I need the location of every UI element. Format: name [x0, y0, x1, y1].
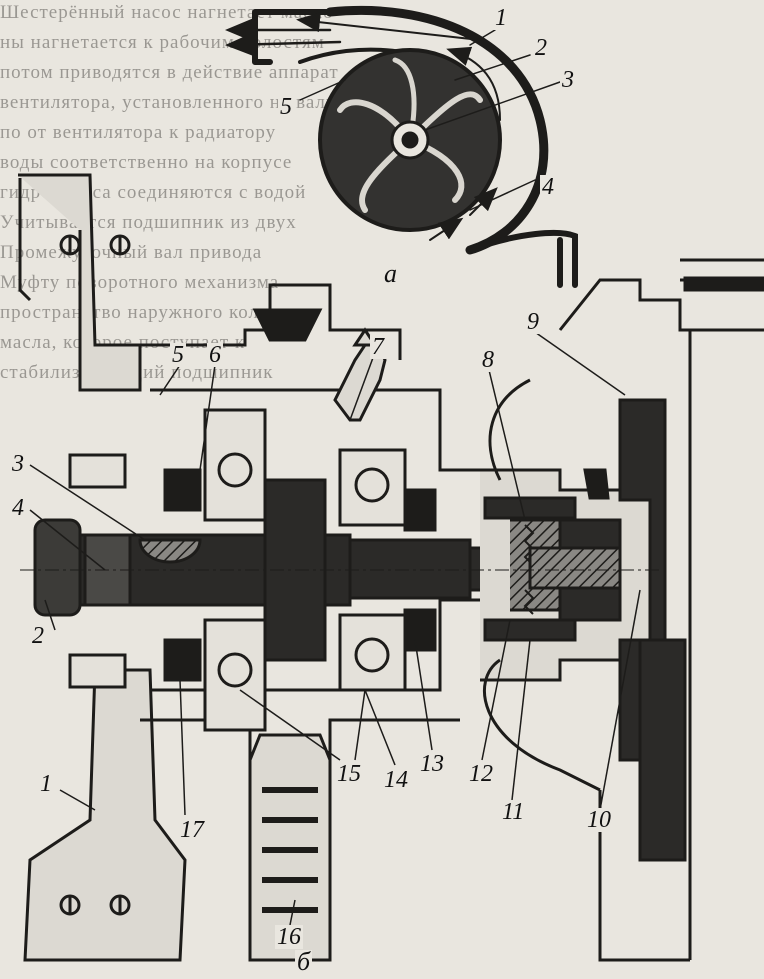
pump-section-view	[18, 173, 764, 962]
subfigure-label-b: б	[295, 947, 313, 976]
callout-label: 3	[10, 451, 26, 477]
callout-label: 5	[278, 94, 294, 120]
bolt	[68, 453, 127, 489]
callout-label: 10	[585, 807, 613, 833]
top-bracket	[18, 173, 142, 392]
inlet-pipe	[467, 230, 578, 288]
callout-label: 1	[38, 771, 54, 797]
callout-label: 2	[30, 623, 46, 649]
subfigure-label-a: а	[382, 259, 399, 288]
nut	[33, 518, 82, 617]
callout-label: 1	[493, 5, 509, 31]
pump-volute-view	[225, 5, 578, 288]
callout-label: 5	[170, 342, 186, 368]
callout-label: 11	[500, 799, 527, 825]
callout-label: 16	[275, 924, 303, 950]
background-text-line: пространство наружного кольца	[0, 302, 290, 323]
callout-label: 6	[207, 342, 223, 368]
bearing-ball	[354, 637, 390, 673]
volute-casing	[325, 5, 549, 255]
background-text-line: вентилятора, установленного на валу	[0, 92, 337, 113]
callout-label: 4	[540, 174, 556, 200]
callout-label: 15	[335, 761, 363, 787]
bearing-ball	[354, 467, 390, 503]
bearing-ball	[217, 452, 253, 488]
callout-label: 14	[382, 767, 410, 793]
background-text-line: потом приводятся в действие аппарат	[0, 62, 339, 83]
key	[138, 538, 202, 564]
oil-seal	[163, 468, 202, 512]
background-text-line: Промежуточный вал привода	[0, 242, 263, 263]
casing-right	[558, 278, 692, 960]
housing-top	[140, 283, 402, 360]
callout-label: 17	[178, 817, 206, 843]
callout-label: 8	[480, 347, 496, 373]
callout-label: 9	[525, 309, 541, 335]
callout-label: 7	[370, 334, 386, 360]
background-text-line: по от вентилятора к радиатору	[0, 122, 277, 143]
callout-label: 13	[418, 751, 446, 777]
bearing-ball	[217, 652, 253, 688]
callout-label: 4	[10, 495, 26, 521]
bottom-bracket	[23, 668, 187, 962]
callout-label: 12	[467, 761, 495, 787]
callout-label: 3	[560, 67, 576, 93]
callout-label: 2	[533, 35, 549, 61]
background-text-line: Муфту поворотного механизма	[0, 272, 280, 293]
background-text-line: воды соответственно на корпусе	[0, 152, 293, 173]
